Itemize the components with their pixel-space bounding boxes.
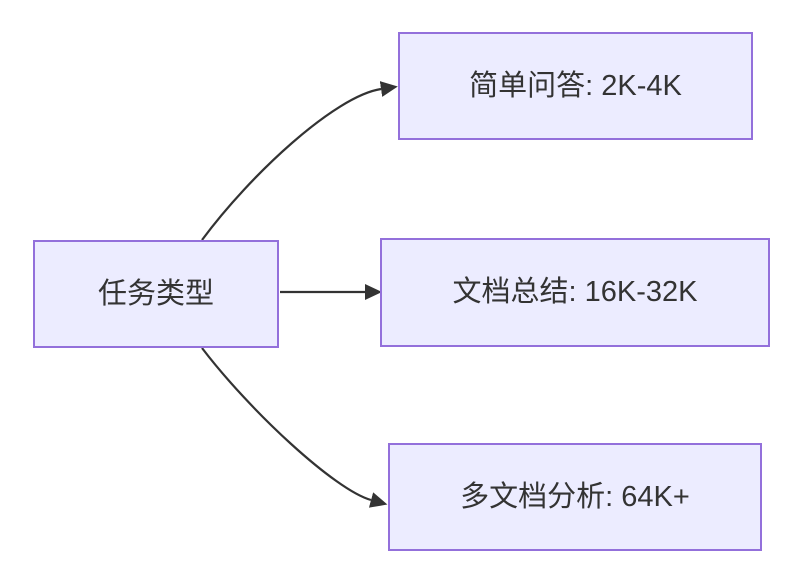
node-task-type: 任务类型 [33,240,279,348]
node-doc-summary: 文档总结: 16K-32K [380,238,770,347]
edge-task-to-multi-doc [201,347,388,508]
node-task-type-label: 任务类型 [97,277,214,310]
node-multi-doc: 多文档分析: 64K+ [388,443,762,551]
node-simple-qa: 简单问答: 2K-4K [398,32,753,140]
node-simple-qa-label: 简单问答: 2K-4K [469,69,682,102]
node-doc-summary-label: 文档总结: 16K-32K [452,276,698,309]
node-multi-doc-label: 多文档分析: 64K+ [460,480,690,513]
edge-task-to-simple-qa [201,81,398,241]
